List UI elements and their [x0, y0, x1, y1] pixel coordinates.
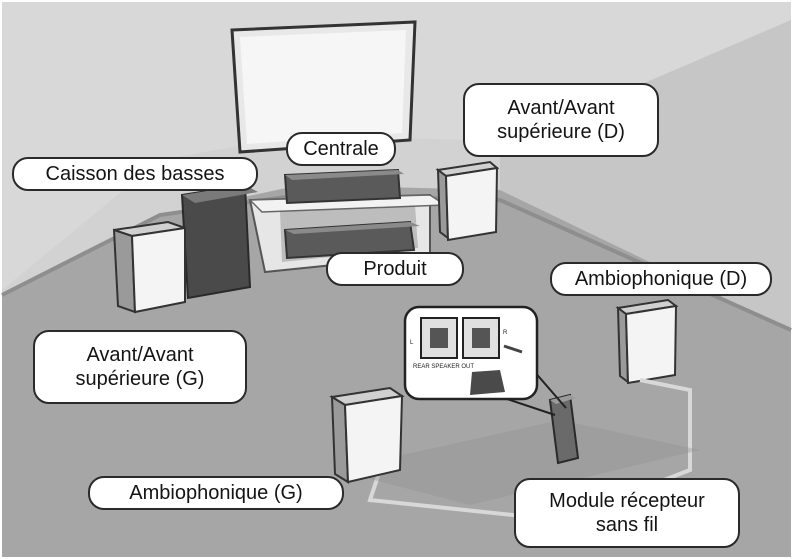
label-surround-left: Ambiophonique (G) — [88, 476, 344, 510]
label-subwoofer: Caisson des basses — [12, 157, 258, 191]
wireless-receiver-icon — [548, 393, 580, 465]
label-front-top-right: Avant/Avant supérieure (D) — [463, 83, 659, 157]
right-wall — [500, 20, 791, 330]
label-wireless-module: Module récepteur sans fil — [514, 478, 740, 548]
inset-caption: REAR SPEAKER OUT — [413, 364, 474, 370]
subwoofer-icon — [180, 183, 258, 300]
front-left-speaker-icon — [112, 220, 186, 314]
inset-right-marker: R — [503, 330, 508, 336]
soundbar-icon — [283, 220, 420, 260]
label-product: Produit — [326, 252, 464, 286]
plug-cable-icon — [470, 370, 505, 395]
label-front-top-left: Avant/Avant supérieure (G) — [33, 330, 247, 404]
surround-left-speaker-icon — [329, 386, 405, 484]
rug — [335, 420, 700, 505]
inset-left-marker: L — [410, 340, 414, 346]
connection-inset: L R REAR SPEAKER OUT — [403, 305, 567, 416]
label-center: Centrale — [286, 132, 396, 166]
back-wall — [2, 2, 791, 290]
surround-right-speaker-icon — [615, 298, 679, 385]
center-speaker-icon — [283, 168, 404, 205]
label-surround-right: Ambiophonique (D) — [550, 262, 772, 296]
front-right-speaker-icon — [435, 160, 500, 242]
tv-icon — [230, 20, 417, 154]
